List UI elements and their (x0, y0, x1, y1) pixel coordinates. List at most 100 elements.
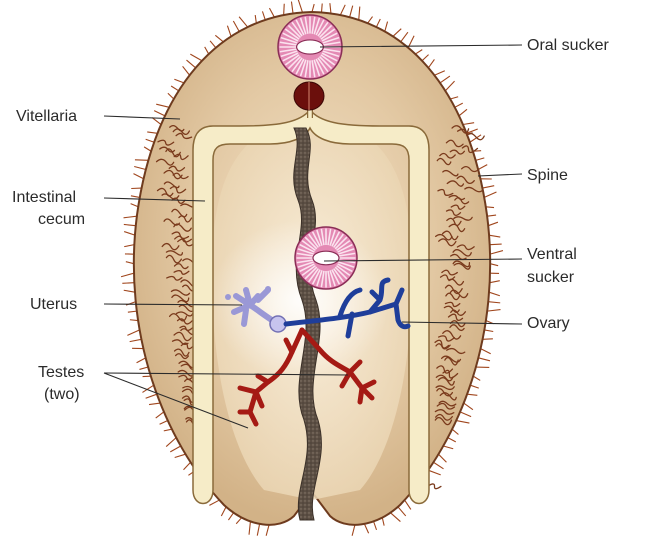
spine-mark (133, 174, 143, 179)
spine-mark (490, 264, 498, 266)
spine-mark (467, 394, 477, 395)
spine-mark (390, 513, 400, 522)
ventral-sucker (295, 227, 357, 289)
spine-mark (374, 521, 377, 530)
spine-mark (385, 22, 388, 32)
spine-mark (298, 0, 302, 12)
spine-mark (359, 7, 360, 20)
spine-mark (434, 71, 444, 76)
spine-mark (352, 525, 355, 536)
spine-mark (376, 19, 380, 27)
spine-mark (443, 446, 453, 449)
spine-mark (440, 76, 450, 83)
spine-mark (364, 524, 368, 533)
spine-mark (415, 50, 422, 54)
spine-mark (490, 244, 502, 245)
spine-mark (422, 55, 429, 61)
spine-mark (266, 525, 269, 536)
spine-mark (175, 454, 186, 457)
spine-mark (482, 186, 494, 188)
spine-mark (398, 507, 406, 516)
spine-mark (486, 207, 494, 208)
spine-mark (478, 165, 487, 170)
spine-mark (160, 421, 168, 425)
spine-mark (139, 367, 148, 369)
spine-mark (124, 290, 135, 292)
spine-mark (228, 513, 233, 520)
spine-mark (156, 412, 164, 418)
spine-mark (487, 215, 496, 216)
spine-mark (124, 224, 136, 225)
spine-mark (445, 81, 454, 91)
spine-mark (488, 302, 500, 303)
spine-mark (438, 454, 446, 462)
label-intestinal-cecum-line2: cecum (38, 209, 85, 230)
spine-mark (215, 35, 223, 42)
spine-mark (450, 97, 458, 99)
spine-mark (126, 262, 134, 264)
spine-mark (488, 222, 498, 225)
spine-mark (209, 500, 219, 505)
spine-mark (262, 11, 265, 20)
spine-mark (489, 292, 500, 296)
spine-mark (149, 403, 160, 404)
spine-mark (131, 196, 140, 198)
spine-mark (269, 8, 274, 17)
spine-mark (124, 232, 135, 236)
vitellaria-follicle (428, 484, 441, 489)
spine-mark (146, 394, 157, 398)
label-vitellaria: Vitellaria (16, 106, 77, 127)
spine-mark (130, 339, 142, 341)
spine-mark (459, 109, 467, 116)
label-intestinal-cecum-line1: Intestinal (12, 187, 76, 208)
spine-mark (168, 93, 174, 99)
spine-mark (128, 311, 137, 312)
spine-mark (122, 283, 134, 284)
spine-mark (170, 446, 180, 452)
label-oral-sucker: Oral sucker (527, 35, 609, 56)
spine-mark (284, 4, 285, 15)
spine-mark (428, 470, 441, 475)
spine-mark (433, 462, 443, 469)
spine-mark (448, 438, 456, 442)
spine-mark (121, 273, 134, 277)
spine-mark (134, 167, 146, 170)
spine-mark (291, 2, 293, 14)
spine-mark (227, 26, 231, 37)
spine-mark (249, 521, 250, 534)
spine-mark (405, 500, 411, 509)
spine-mark (476, 158, 485, 160)
spine-mark (455, 103, 463, 107)
spine-mark (154, 111, 165, 116)
label-ovary: Ovary (527, 313, 570, 334)
spine-mark (478, 358, 490, 361)
spine-mark (205, 47, 209, 54)
spine-mark (233, 21, 239, 31)
spine-mark (164, 429, 172, 431)
spine-mark (144, 147, 151, 151)
spine-mark (184, 462, 191, 470)
label-ventral-sucker-line1: Ventral (527, 244, 577, 265)
spine-mark (393, 29, 401, 37)
spine-mark (460, 412, 471, 417)
spine-mark (350, 6, 353, 18)
spine-mark (330, 3, 331, 13)
spine-mark (368, 17, 373, 24)
spine-mark (124, 245, 134, 247)
spine-mark (156, 104, 169, 107)
spine-mark (401, 32, 408, 42)
spine-mark (456, 421, 469, 423)
spine-mark (127, 330, 139, 335)
spine-mark (236, 518, 242, 524)
spine-mark (487, 310, 500, 312)
spine-mark (428, 59, 434, 67)
spine-mark (489, 235, 500, 237)
spine-mark (171, 86, 179, 91)
spine-mark (166, 438, 176, 447)
spine-mark (137, 358, 146, 363)
spine-mark (186, 60, 195, 68)
spine-mark (239, 17, 248, 27)
spine-mark (464, 403, 473, 410)
spine-mark (312, 4, 314, 12)
